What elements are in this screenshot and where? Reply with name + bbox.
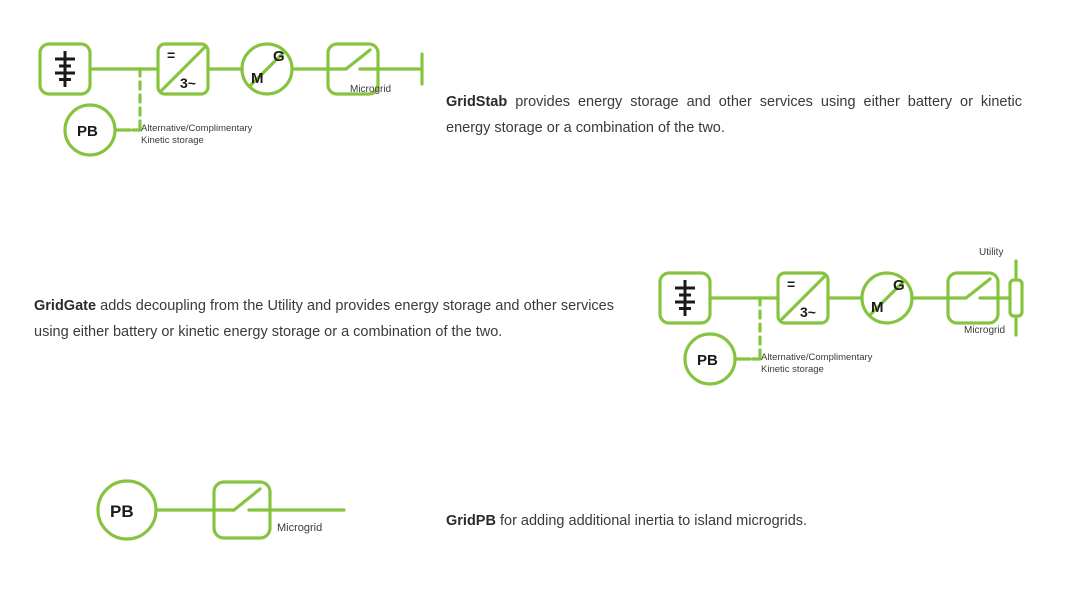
gridstab-pb-note-line2: Kinetic storage <box>141 135 204 146</box>
switch-arm <box>344 48 372 71</box>
gridstab-name: GridStab <box>446 93 508 110</box>
inverter-dc-label: = <box>787 276 795 292</box>
gridpb-description-text: for adding additional inertia to island … <box>495 512 808 529</box>
gridgate-bus-bottom-label: Microgrid <box>964 325 1006 336</box>
gridgate-bus-top-label: Utility <box>979 247 1004 258</box>
gridgate-svg: = 3~ G M PB <box>658 259 1024 386</box>
inverter-ac-label: 3~ <box>800 304 816 320</box>
gridgate-description: GridGate adds decoupling from the Utilit… <box>34 293 614 345</box>
switch-arm <box>964 277 992 300</box>
gridstab-diagram: = 3~ G M PB Microgrid Alternative/Compli… <box>28 28 428 168</box>
gridstab-terminal-label: Microgrid <box>350 84 392 95</box>
gridpb-terminal-label: Microgrid <box>277 522 323 534</box>
machine-motor-label: M <box>251 70 264 87</box>
gridpb-svg: PB <box>96 479 346 541</box>
gridpb-diagram: PB Microgrid <box>92 472 372 552</box>
gridgate-diagram: = 3~ G M PB Utility Microgrid Alternativ… <box>648 247 1048 405</box>
pb-label: PB <box>110 502 134 521</box>
gridpb-name: GridPB <box>446 512 496 529</box>
pb-label: PB <box>77 123 98 140</box>
inverter-ac-label: 3~ <box>180 75 196 91</box>
decoupling-element <box>1008 278 1024 318</box>
machine-diagonal <box>867 278 907 318</box>
gridgate-pb-note-line1: Alternative/Complimentary <box>761 352 873 363</box>
pb-label: PB <box>697 352 718 369</box>
gridgate-description-text: adds decoupling from the Utility and pro… <box>34 297 614 340</box>
machine-generator-label: G <box>273 48 285 65</box>
gridstab-pb-note-line1: Alternative/Complimentary <box>141 123 253 134</box>
machine-generator-label: G <box>893 277 905 294</box>
gridstab-description-text: provides energy storage and other servic… <box>446 93 1022 136</box>
gridgate-pb-note-line2: Kinetic storage <box>761 364 824 375</box>
inverter-dc-label: = <box>167 47 175 63</box>
machine-motor-label: M <box>871 299 884 316</box>
switch-arm <box>232 487 262 512</box>
inverter-diagonal <box>780 275 826 321</box>
gridgate-name: GridGate <box>34 297 97 314</box>
machine-diagonal <box>247 49 287 89</box>
gridpb-description: GridPB for adding additional inertia to … <box>446 508 1022 534</box>
inverter-diagonal <box>160 46 206 92</box>
gridstab-svg: = 3~ G M PB <box>38 42 424 157</box>
gridstab-description: GridStab provides energy storage and oth… <box>446 89 1022 141</box>
battery-symbol <box>55 51 75 87</box>
battery-symbol <box>675 280 695 316</box>
